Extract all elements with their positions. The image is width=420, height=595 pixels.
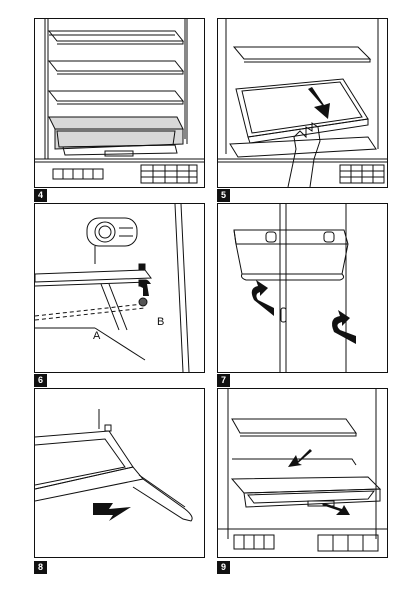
figure-4-number: 4 [34,189,47,202]
figure-8-number: 8 [34,561,47,574]
figure-5-panel [217,18,388,188]
figure-9-number: 9 [217,561,230,574]
callout-b: B [157,316,165,328]
figure-8-panel [34,388,205,558]
figure-6-number: 6 [34,374,47,387]
door-bin-illustration [233,204,356,372]
shelf-trim-illustration [35,409,193,522]
shelf-supports-illustration [35,204,190,372]
figure-5-number: 5 [217,189,230,202]
lift-shelf-illustration [218,19,387,187]
figure-7-number: 7 [217,374,230,387]
fridge-shelves-illustration [35,19,204,184]
figure-7-panel [217,203,388,373]
callout-a: A [93,330,101,342]
figure-9-panel [217,388,388,558]
figure-4-panel [34,18,205,188]
drawer-removal-illustration [218,389,387,552]
figure-6-panel: A B [34,203,205,373]
